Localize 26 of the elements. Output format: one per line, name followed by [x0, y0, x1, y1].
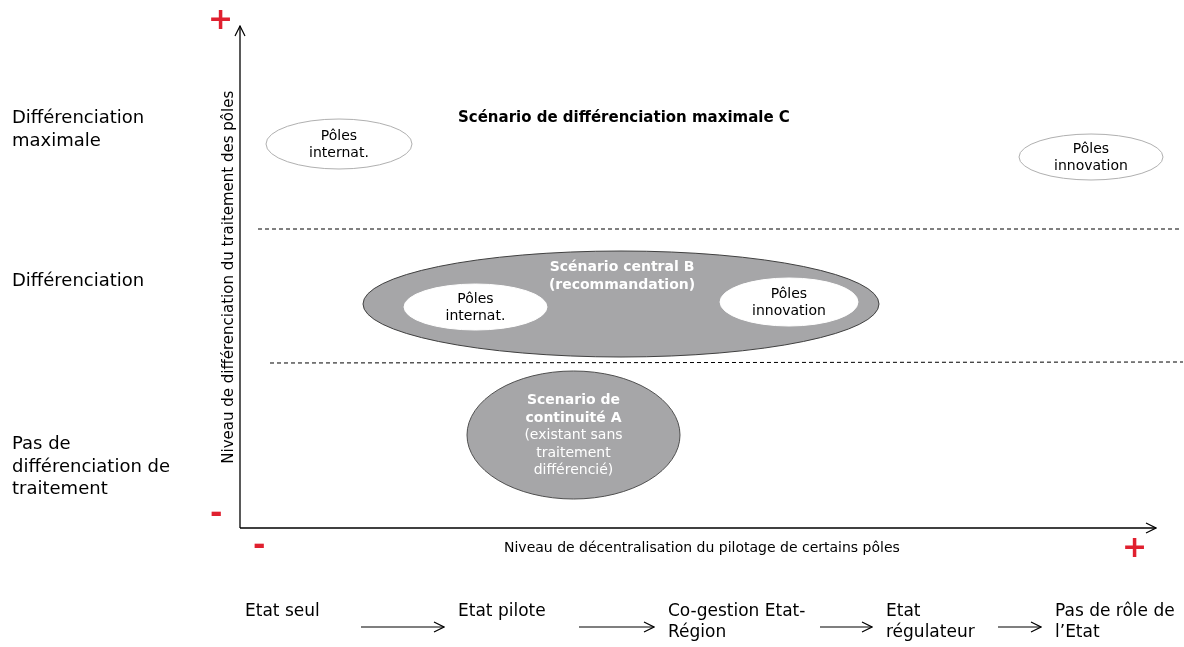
- scenario-title: Scénario de différenciation maximale C: [458, 107, 790, 128]
- arrow: [997, 621, 1042, 633]
- plus-sign: +: [208, 4, 234, 34]
- plus-sign: +: [1122, 532, 1148, 562]
- pole-label: Pôles innovation: [751, 284, 827, 320]
- axis-title: Niveau de différenciation du traitement des pôles: [217, 89, 238, 466]
- scenario-label: Scénario central B (recommandation): [547, 258, 697, 293]
- stage-label: Etat seul: [245, 600, 321, 622]
- stage-label: Co-gestion Etat-Région: [668, 600, 807, 643]
- minus-sign: -: [210, 498, 223, 528]
- arrow: [360, 621, 445, 633]
- level-label: Pas de différenciation de traitement: [12, 432, 172, 500]
- stage-label: Etat régulateur: [886, 600, 976, 643]
- pole-label: Pôles innovation: [1053, 139, 1129, 175]
- axis-title: Niveau de décentralisation du pilotage de certains pôles: [504, 538, 900, 557]
- level-label: Différenciation maximale: [12, 106, 146, 151]
- stage-label: Pas de rôle de l’Etat: [1055, 600, 1176, 643]
- scenario-label: (existant sans traitement différencié): [523, 426, 624, 479]
- pole-label: Pôles internat.: [308, 126, 370, 162]
- pole-label: Pôles internat.: [444, 289, 507, 325]
- arrow: [578, 621, 655, 633]
- level-label: Différenciation: [12, 268, 145, 292]
- arrow: [819, 621, 873, 633]
- minus-sign: -: [253, 530, 266, 560]
- stage-label: Etat pilote: [458, 600, 547, 622]
- scenario-label: Scenario de continuité A: [524, 391, 623, 427]
